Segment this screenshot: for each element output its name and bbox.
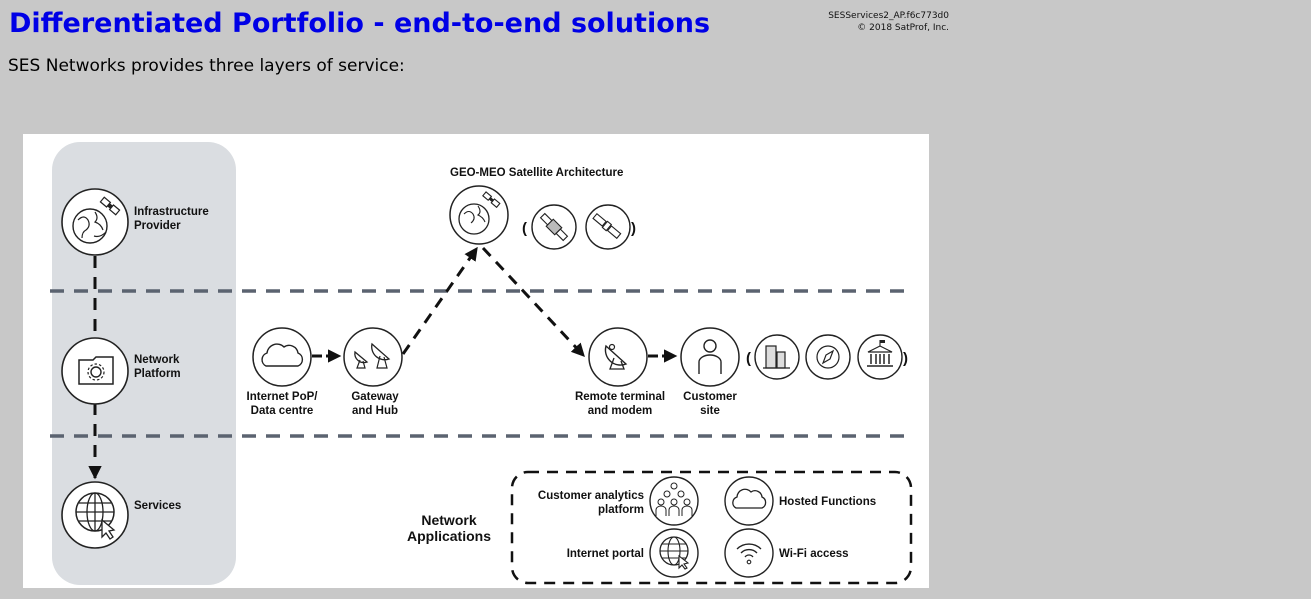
layer-label-line1: Infrastructure (134, 206, 209, 218)
layer-label-line2: Platform (134, 368, 181, 380)
paren-open: ( (522, 220, 527, 237)
layer-label-line2: Provider (134, 220, 181, 232)
satellite-dish-icon (588, 327, 648, 387)
layer-label-infrastructure: Infrastructure Provider (134, 205, 209, 233)
page-subtitle: SES Networks provides three layers of se… (8, 56, 405, 76)
app-label-customer-analytics: Customer analytics platform (520, 489, 644, 517)
flow-label-gateway: Gateway and Hub (335, 390, 415, 418)
flow-label-line2: Data centre (250, 405, 314, 417)
applications-title-line2: Applications (406, 528, 491, 544)
cloud-icon (252, 327, 312, 387)
globe-satellite-icon (61, 188, 129, 256)
flow-label-line2: site (700, 405, 720, 417)
folder-gear-icon (61, 337, 129, 405)
layer-label-line1: Network (134, 354, 180, 366)
flow-label-customer-site: Customer site (672, 390, 748, 418)
page-title: Differentiated Portfolio - end-to-end so… (9, 8, 711, 39)
compass-icon (805, 334, 851, 380)
paren-close: ) (631, 220, 636, 237)
flow-label-line2: and Hub (352, 405, 398, 417)
app-label-hosted-functions: Hosted Functions (779, 496, 877, 508)
portal-globe-cursor-icon (649, 528, 699, 578)
layer-label-line1: Services (134, 500, 182, 512)
stamp-id: SESServices2_AP.f6c773d0 (828, 11, 949, 21)
paren-open: ( (746, 350, 751, 367)
network-applications-title: Network Applications (396, 512, 502, 544)
flow-label-line1: Remote terminal (574, 391, 666, 403)
flow-label-line1: Customer (683, 391, 737, 403)
app-label-line2: platform (598, 504, 644, 516)
meo-satellite-icon (585, 204, 631, 250)
layer-label-network-platform: Network Platform (134, 353, 181, 381)
government-building-icon (857, 334, 903, 380)
app-label-line1: Customer analytics (537, 490, 644, 502)
satellite-dishes-icon (343, 327, 403, 387)
flow-label-internet-pop: Internet PoP/ Data centre (236, 390, 328, 418)
geo-satellite-icon (531, 204, 577, 250)
stamp-copyright: © 2018 SatProf, Inc. (857, 23, 949, 33)
hosted-cloud-icon (724, 476, 774, 526)
layer-label-services: Services (134, 499, 181, 513)
wifi-icon (724, 528, 774, 578)
flow-label-remote-terminal: Remote terminal and modem (565, 390, 675, 418)
applications-title-line1: Network (421, 512, 477, 528)
uplink-arrow (401, 246, 479, 355)
flow-label-line1: Internet PoP/ (246, 391, 318, 403)
person-icon (680, 327, 740, 387)
downlink-arrow (481, 246, 586, 358)
flow-label-line1: Gateway (351, 391, 399, 403)
buildings-icon (754, 334, 800, 380)
satellite-globe-icon (449, 185, 509, 245)
paren-close: ) (903, 350, 908, 367)
document-stamp: SESServices2_AP.f6c773d0 © 2018 SatProf,… (800, 10, 949, 34)
people-network-icon (649, 476, 699, 526)
satellite-architecture-title: GEO-MEO Satellite Architecture (450, 167, 624, 179)
app-label-internet-portal: Internet portal (566, 548, 644, 560)
app-label-wifi-access: Wi-Fi access (779, 548, 849, 560)
globe-cursor-icon (61, 481, 129, 549)
flow-label-line2: and modem (587, 405, 653, 417)
